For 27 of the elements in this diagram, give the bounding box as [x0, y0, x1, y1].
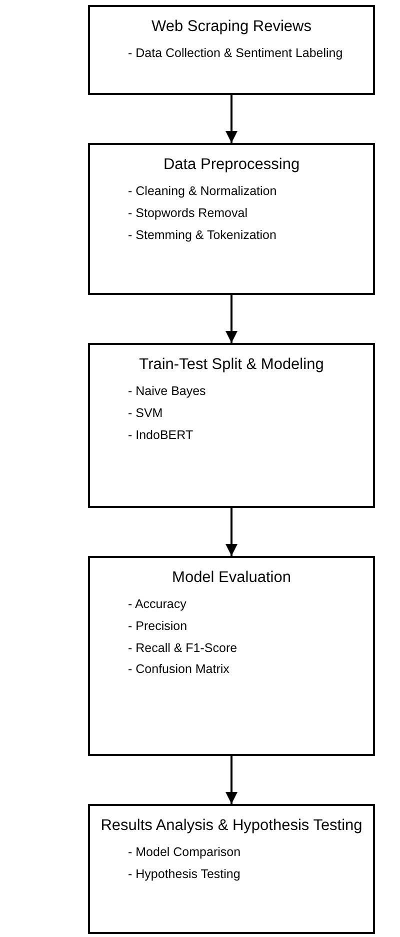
- arrow: [226, 508, 238, 556]
- list-item: - SVM: [128, 406, 163, 422]
- list-item: - Hypothesis Testing: [128, 867, 240, 883]
- box-heading: Web Scraping Reviews: [152, 17, 312, 36]
- box-heading: Train-Test Split & Modeling: [139, 355, 324, 374]
- process-box: [88, 5, 375, 95]
- process-box: [88, 804, 375, 934]
- arrow: [226, 295, 238, 343]
- list-item: - Precision: [128, 619, 188, 635]
- box-heading: Model Evaluation: [172, 568, 291, 588]
- process-box: [88, 143, 375, 295]
- process-box: [88, 343, 375, 508]
- list-item: - Cleaning & Normalization: [128, 184, 277, 200]
- list-item: - Model Comparison: [128, 845, 241, 861]
- list-item: - Naive Bayes: [128, 384, 206, 400]
- list-item: - Confusion Matrix: [128, 662, 230, 678]
- arrow: [226, 95, 238, 143]
- list-item: - Data Collection & Sentiment Labeling: [128, 46, 343, 62]
- arrow: [226, 756, 238, 804]
- list-item: - IndoBERT: [128, 428, 194, 444]
- list-item: - Accuracy: [128, 597, 186, 613]
- box-heading: Data Preprocessing: [163, 155, 300, 174]
- list-item: - Recall & F1-Score: [128, 640, 238, 656]
- box-heading: Results Analysis & Hypothesis Testing: [100, 816, 362, 836]
- list-item: - Stemming & Tokenization: [128, 228, 276, 244]
- process-box: [88, 556, 375, 756]
- list-item: - Stopwords Removal: [128, 206, 248, 222]
